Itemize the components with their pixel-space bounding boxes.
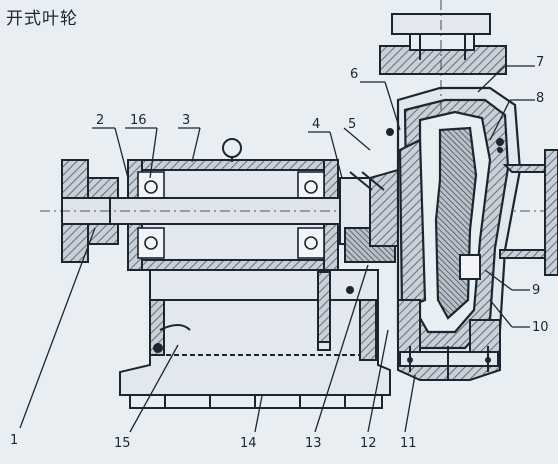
callout-10: 10 (532, 320, 549, 335)
callout-labels: 1 2 16 3 4 5 6 7 8 9 10 15 14 13 12 11 (10, 55, 549, 451)
bearing-left (137, 171, 165, 259)
callout-12: 12 (360, 436, 377, 451)
callout-3: 3 (182, 113, 190, 128)
callout-1: 1 (10, 433, 18, 448)
pump-casing (396, 86, 522, 362)
drawing-title: 开式叶轮 (6, 9, 78, 29)
casing-bolts (346, 128, 504, 363)
suction-pipe (459, 149, 558, 280)
callout-11: 11 (400, 436, 417, 451)
callout-6: 6 (350, 67, 358, 82)
callout-4: 4 (312, 117, 320, 132)
callout-7: 7 (536, 55, 544, 70)
callout-2: 2 (96, 113, 104, 128)
bearing-bracket-rib (317, 264, 331, 351)
leader-lines (19, 65, 535, 433)
callout-5: 5 (348, 117, 356, 132)
callout-9: 9 (532, 283, 540, 298)
callout-16: 16 (130, 113, 147, 128)
callout-15: 15 (114, 436, 131, 451)
callout-8: 8 (536, 91, 544, 106)
callout-14: 14 (240, 436, 257, 451)
discharge-flange (379, 0, 507, 110)
seal-housing (339, 168, 399, 263)
volute-bottom (397, 299, 501, 381)
callout-13: 13 (305, 436, 322, 451)
